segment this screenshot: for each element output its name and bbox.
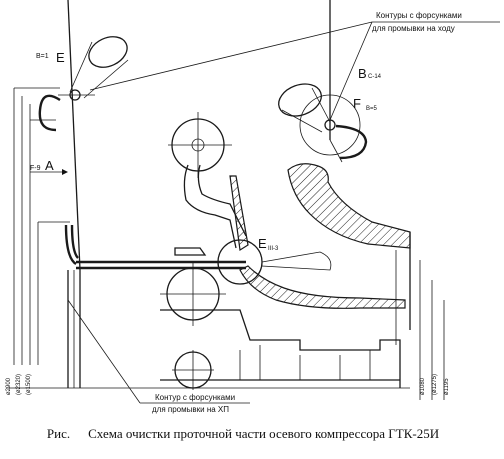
label-e-mid-sub: III-3 xyxy=(268,246,279,252)
label-e-top: E xyxy=(56,50,65,65)
label-b14-sub: C-14 xyxy=(368,74,382,80)
callout-top-line1: Контуры с форсунками xyxy=(376,11,462,20)
bearing-housing xyxy=(8,309,410,389)
nozzle-spray-top-right xyxy=(278,83,368,160)
dim-1500: (ø1500) xyxy=(26,374,32,395)
callout-leaders xyxy=(67,21,500,404)
right-dimension-lines xyxy=(419,260,445,400)
label-e-mid: E xyxy=(258,236,267,251)
dim-1275: (ø1275) xyxy=(432,374,438,395)
dim-2900: ø2900 xyxy=(6,377,12,395)
label-a: A xyxy=(45,158,54,173)
callout-bottom-line1: Контур с форсунками xyxy=(155,393,235,402)
figure-caption: Рис. Схема очистки проточной части осевог… xyxy=(0,426,504,442)
label-b1: B=1 xyxy=(36,53,49,60)
label-f: F xyxy=(353,96,361,111)
caption-prefix: Рис. xyxy=(46,426,71,441)
hatched-rotor-body xyxy=(239,163,411,345)
lower-rotor xyxy=(160,262,226,390)
dim-1195: ø1195 xyxy=(444,378,450,395)
nozzle-spray-middle xyxy=(64,224,332,285)
dim-2320: (ø2320) xyxy=(16,374,22,395)
callout-bottom-line2: для промывки на ХП xyxy=(152,405,229,414)
label-f-sub: B=5 xyxy=(366,106,378,112)
casing-outline xyxy=(67,0,343,388)
label-b14: B xyxy=(358,66,367,81)
inlet-guide-body xyxy=(174,164,249,256)
dim-1080: ø1080 xyxy=(420,377,426,395)
left-wash-pipe xyxy=(13,87,70,365)
label-a-prefix: F-9 xyxy=(30,165,41,172)
rotor-center xyxy=(168,112,232,178)
section-marker-a xyxy=(30,169,68,175)
caption-text: Схема очистки проточной части осевого ко… xyxy=(88,426,440,441)
nozzle-spray-top-left xyxy=(58,36,129,101)
callout-top-line2: для промывки на ходу xyxy=(372,24,455,33)
